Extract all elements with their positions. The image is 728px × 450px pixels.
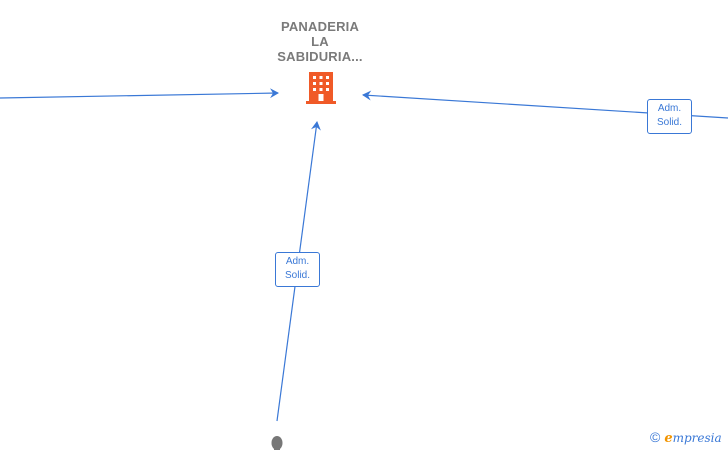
building-icon[interactable]: [306, 72, 336, 104]
brand-name: mpresia: [672, 431, 722, 445]
company-name[interactable]: PANADERIA LA SABIDURIA...: [260, 19, 380, 64]
person-icon[interactable]: [271, 436, 283, 450]
relation-label-right[interactable]: Adm. Solid.: [647, 99, 692, 134]
brand-initial: e: [664, 431, 673, 446]
company-name-line-3: SABIDURIA...: [277, 49, 363, 64]
copyright-symbol: ©: [650, 429, 661, 445]
relation-label-bottom[interactable]: Adm. Solid.: [275, 252, 320, 287]
edge-left: [0, 88, 279, 99]
empresia-watermark[interactable]: ©empresia: [650, 429, 722, 446]
relation-label-line-2: Solid.: [284, 270, 310, 281]
relation-label-line-2: Solid.: [656, 117, 682, 128]
company-name-line-2: LA: [311, 34, 329, 49]
company-name-line-1: PANADERIA: [280, 19, 360, 34]
relation-label-line-1: Adm.: [657, 103, 682, 114]
relation-label-line-1: Adm.: [285, 256, 310, 267]
